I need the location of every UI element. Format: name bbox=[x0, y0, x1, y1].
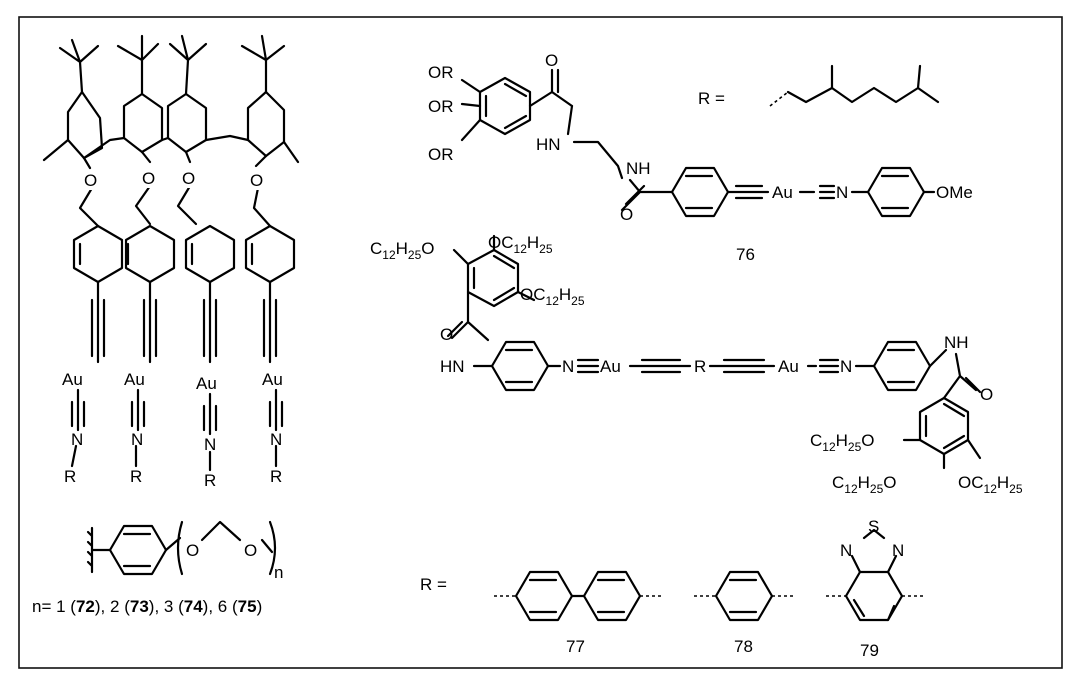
ether-oxygen-2: O bbox=[142, 169, 155, 188]
gold-left: Au bbox=[600, 357, 621, 376]
methoxy-group-76: OMe bbox=[936, 183, 973, 202]
or-substituent-2: OR bbox=[428, 97, 454, 116]
compound-number-79: 79 bbox=[860, 641, 879, 660]
gold-atom-76: Au bbox=[772, 183, 793, 202]
r-group-oligoethyleneglycol: O O n bbox=[86, 520, 283, 582]
r-substituent-1: R bbox=[64, 467, 76, 486]
or-substituent-1: OR bbox=[428, 63, 454, 82]
linker-r: R bbox=[694, 357, 706, 376]
compound-number-78: 78 bbox=[734, 637, 753, 656]
calixarene-rings bbox=[42, 90, 300, 170]
amide-nh-right: NH bbox=[944, 333, 969, 352]
amide-oxygen-left: O bbox=[440, 325, 453, 344]
tert-butyl-groups bbox=[58, 34, 286, 96]
thiadiazole-sulfur: S bbox=[868, 517, 879, 536]
figure-frame bbox=[18, 16, 1063, 669]
amide-hn-76: HN bbox=[536, 135, 561, 154]
amide-oxygen-right: O bbox=[980, 385, 993, 404]
spacer-78-phenylene: 78 bbox=[694, 570, 794, 656]
thiadiazole-nitrogen-2: N bbox=[892, 541, 904, 560]
amide-oxygen-76b: O bbox=[620, 205, 633, 224]
peg-oxygen-2: O bbox=[244, 541, 257, 560]
peg-oxygen-1: O bbox=[186, 541, 199, 560]
r-spacer-definitions: R = 77 78 N S N bbox=[420, 517, 924, 660]
or-substituent-3: OR bbox=[428, 145, 454, 164]
gold-atom-4: Au bbox=[262, 370, 283, 389]
amide-oxygen-76a: O bbox=[545, 51, 558, 70]
gold-atom-3: Au bbox=[196, 374, 217, 393]
r-alkyl-chain-definition: R = bbox=[698, 64, 940, 108]
ether-oxygen-1: O bbox=[84, 171, 97, 190]
gold-right: Au bbox=[778, 357, 799, 376]
nitrogen-atom-3: N bbox=[204, 435, 216, 454]
amide-hn-left: HN bbox=[440, 357, 465, 376]
r-substituent-3: R bbox=[204, 471, 216, 490]
thiadiazole-nitrogen-1: N bbox=[840, 541, 852, 560]
gold-atom-1: Au bbox=[62, 370, 83, 389]
alkoxy-chain-right-3: OC12H25 bbox=[958, 473, 1023, 496]
compound-caption-72-75: n= 1 (72), 2 (73), 3 (74), 6 (75) bbox=[32, 597, 262, 616]
ether-oxygen-4: O bbox=[250, 171, 263, 190]
r-equals-label-76: R = bbox=[698, 89, 725, 108]
alkoxy-chain-right-2: C12H25O bbox=[832, 473, 897, 496]
nitrogen-atom-2: N bbox=[131, 430, 143, 449]
spacer-77-biphenyl: 77 bbox=[494, 570, 662, 656]
gold-atom-2: Au bbox=[124, 370, 145, 389]
spacer-79-benzothiadiazole: N S N 79 bbox=[826, 517, 924, 660]
nitrogen-right: N bbox=[840, 357, 852, 376]
ether-oxygen-3: O bbox=[182, 169, 195, 188]
r-substituent-2: R bbox=[130, 467, 142, 486]
benzyl-ether-arms bbox=[70, 184, 296, 472]
nitrogen-atom-1: N bbox=[71, 430, 83, 449]
nitrogen-atom-76: N bbox=[836, 183, 848, 202]
nitrogen-left: N bbox=[562, 357, 574, 376]
compound-number-77: 77 bbox=[566, 637, 585, 656]
amide-nh-76: NH bbox=[626, 159, 651, 178]
dinuclear-gold-complex: C12H25O OC12H25 OC12H25 O HN N Au R Au N… bbox=[370, 233, 1023, 496]
repeat-index-n: n bbox=[274, 563, 283, 582]
left-atom-labels: O O O O Au Au Au Au N N N N R R R R bbox=[62, 168, 283, 490]
alkoxy-chain-right-1: C12H25O bbox=[810, 431, 875, 454]
alkoxy-chain-left-1: C12H25O bbox=[370, 239, 435, 262]
compound-number-76: 76 bbox=[736, 245, 755, 264]
r-substituent-4: R bbox=[270, 467, 282, 486]
alkoxy-chain-left-3: OC12H25 bbox=[520, 285, 585, 308]
compound-76-structure: OR OR OR O HN NH O Au N OMe 76 bbox=[428, 51, 973, 264]
calixarene-gold-complex: O O O O Au Au Au Au N N N N R R R R bbox=[42, 34, 300, 490]
nitrogen-atom-4: N bbox=[270, 430, 282, 449]
r-equals-label-spacers: R = bbox=[420, 575, 447, 594]
alkoxy-chain-left-2: OC12H25 bbox=[488, 233, 553, 256]
